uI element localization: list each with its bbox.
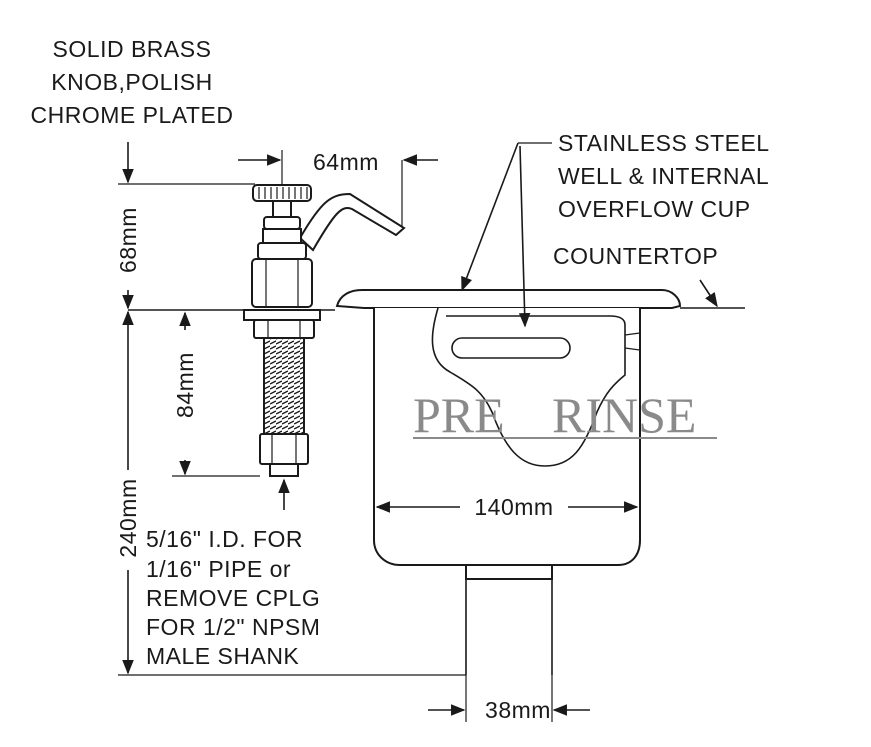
overflow-slot [451,337,571,359]
dim-total-depth: 240mm [115,478,141,557]
knob-label-line1: SOLID BRASS [53,36,212,62]
well-flange [335,289,682,309]
pipe-note-line3: REMOVE CPLG [146,585,320,611]
well-label-line1: STAINLESS STEEL [558,130,770,156]
pipe-note-line1: 5/16" I.D. FOR [146,526,303,552]
knob [252,184,312,202]
well-label-line3: OVERFLOW CUP [558,196,751,222]
drain-collar [465,564,553,580]
countertop-label: COUNTERTOP [553,243,718,269]
watermark-word-rinse: RINSE [552,387,696,443]
knob-label-line3: CHROME PLATED [31,102,234,128]
dimension-lines [118,142,639,722]
overflow-cup [431,307,626,467]
knob-label-line2: KNOB,POLISH [51,69,212,95]
pipe-note-line4: FOR 1/2" NPSM [146,614,320,640]
well-assembly [335,289,682,675]
dim-spout-reach: 64mm [313,149,379,175]
dim-shank-length: 84mm [172,352,198,418]
pipe-note-line2: 1/16" PIPE or [146,556,291,582]
well-label-line2: WELL & INTERNAL [558,163,769,189]
drain-pipe [465,579,553,675]
dim-valve-height: 68mm [115,207,141,273]
watermark: PRE RINSE [413,387,717,443]
dim-drain-width: 38mm [485,697,551,723]
valve-body [251,258,313,308]
pipe-note-line5: MALE SHANK [146,643,299,669]
threaded-shank [263,337,305,435]
dim-well-width: 140mm [474,494,553,520]
leader-lines [461,142,718,328]
watermark-word-pre: PRE [413,387,505,443]
faucet-assembly [243,184,406,477]
spout [298,192,406,252]
